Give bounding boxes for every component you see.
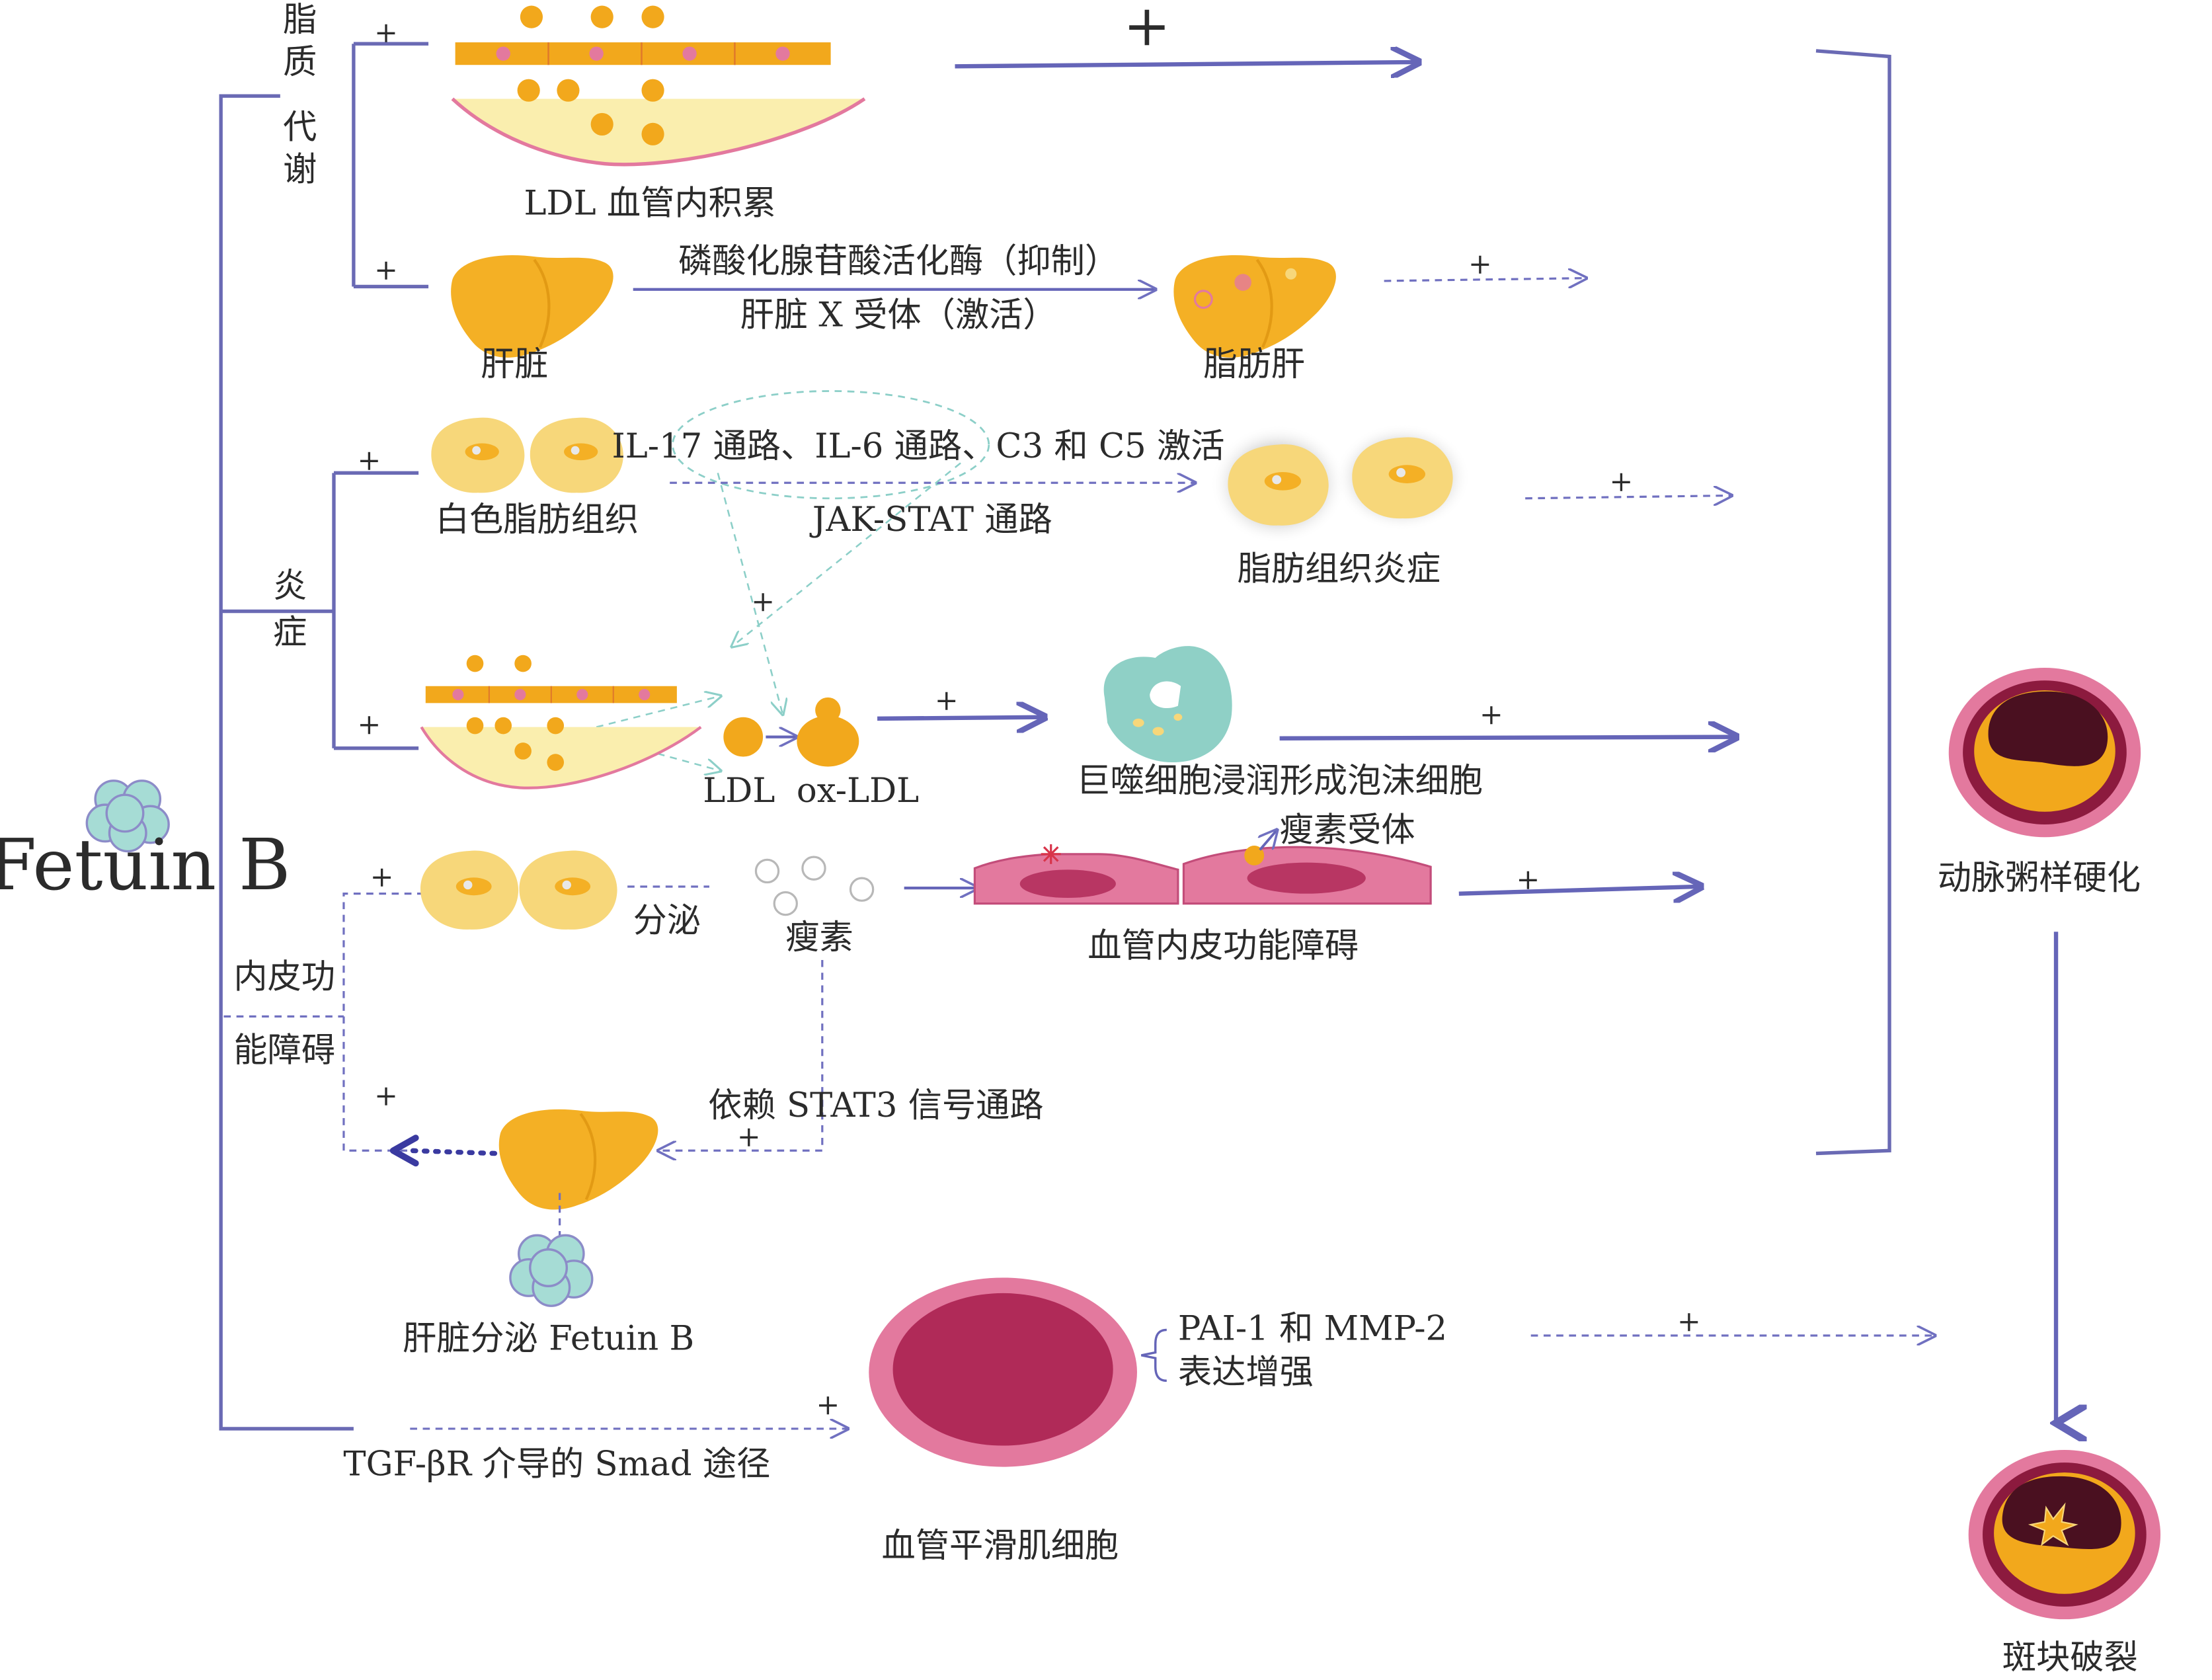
plus-sign: +	[1517, 863, 1540, 897]
plus-sign: +	[816, 1389, 840, 1422]
stat3-label: 依赖 STAT3 信号通路	[708, 1086, 1043, 1125]
atherosclerosis-label: 动脉粥样硬化	[1938, 858, 2141, 898]
leptin-icon	[754, 856, 875, 916]
plus-sign: +	[1480, 698, 1503, 731]
smooth-muscle-cell-icon	[869, 1277, 1137, 1467]
dotted-arrow-liver-to-fetuin	[389, 1135, 498, 1167]
ldl-accumulation-label: LDL 血管内积累	[524, 184, 777, 223]
endothelial-dysfunction-label: 血管内皮功能障碍	[1087, 926, 1359, 966]
adipose-inflammation-label: 脂肪组织炎症	[1238, 549, 1441, 589]
outcome-bracket	[1815, 49, 1891, 1156]
plus-sign: +	[357, 444, 381, 477]
pai-mmp-label: PAI-1 和 MMP-2	[1178, 1308, 1447, 1348]
svg-text:谢: 谢	[283, 149, 317, 189]
adipocyte-icon	[420, 850, 617, 930]
plus-sign: +	[374, 17, 398, 50]
pathway-highlight-ellipse	[672, 390, 990, 500]
liver-icon	[499, 1109, 658, 1210]
category-lipid: 脂 质 代 谢	[283, 0, 317, 189]
plus-sign: +	[1677, 1306, 1701, 1339]
leptin-receptor-label: 瘦素受体	[1280, 811, 1415, 850]
arrow-endothelium-to-outcome	[1458, 887, 1699, 894]
category-inflammation: 炎 症	[273, 566, 307, 652]
liver-secretes-label: 肝脏分泌 Fetuin B	[403, 1318, 694, 1358]
plus-sign: +	[370, 861, 394, 894]
plus-sign: +	[1609, 465, 1633, 499]
arrow-fatty-liver-to-outcome	[1384, 278, 1586, 281]
foam-cell-label: 巨噬细胞浸润形成泡沫细胞	[1076, 761, 1483, 801]
smooth-muscle-label: 血管平滑肌细胞	[882, 1526, 1119, 1566]
plus-sign: +	[1123, 0, 1171, 59]
tgf-label: TGF-βR 介导的 Smad 途径	[343, 1444, 770, 1484]
artery-plaque-icon	[1948, 667, 2141, 838]
liver-icon	[451, 255, 613, 358]
fetuin-cluster-icon	[509, 1234, 594, 1307]
endothelial-bracket	[223, 893, 424, 1152]
plus-sign: +	[374, 1080, 398, 1113]
svg-text:代: 代	[283, 107, 317, 147]
il-pathways-label: IL-17 通路、IL-6 通路、C3 和 C5 激活	[612, 426, 1224, 466]
ldl-vessel-icon	[420, 655, 702, 789]
svg-text:炎: 炎	[273, 566, 307, 606]
macrophage-icon	[1103, 646, 1232, 763]
jak-stat-label: JAK-STAT 通路	[809, 500, 1052, 540]
liver-label: 肝脏	[481, 344, 548, 384]
plaque-rupture-label: 斑块破裂	[2002, 1638, 2138, 1677]
plus-sign: +	[935, 684, 959, 717]
main-bracket	[219, 42, 429, 1431]
svg-text:质: 质	[283, 42, 317, 82]
endothelial-cell-icon	[973, 830, 1432, 905]
stat3-feedback-path	[658, 960, 824, 1150]
plus-sign: +	[737, 1121, 761, 1154]
ldl-particle-icon	[723, 697, 859, 767]
white-adipose-label: 白色脂肪组织	[436, 500, 639, 540]
category-endothelial: 内皮功 能障碍	[233, 957, 335, 1070]
svg-text:症: 症	[273, 613, 307, 653]
arrow-ldl-to-outcome	[955, 62, 1417, 66]
lxr-label: 肝脏 X 受体（激活）	[740, 295, 1057, 335]
arrow-foam-cell-to-outcome	[1279, 737, 1735, 739]
plus-sign: +	[1468, 248, 1492, 281]
arrow-oxldl-to-foam-cell	[877, 717, 1043, 719]
fatty-liver-icon	[1173, 255, 1336, 358]
svg-text:脂: 脂	[283, 0, 317, 40]
pai-mmp-brace	[1141, 1328, 1167, 1382]
secretion-label: 分泌	[633, 900, 701, 940]
svg-text:能障碍: 能障碍	[233, 1031, 335, 1070]
plus-sign: +	[374, 254, 398, 287]
ampk-label: 磷酸化腺苷酸活化酶（抑制）	[678, 241, 1119, 281]
plus-sign: +	[357, 708, 381, 741]
svg-text:内皮功: 内皮功	[233, 957, 335, 997]
adipocyte-icon	[431, 417, 623, 493]
fatty-liver-label: 脂肪肝	[1203, 344, 1305, 384]
fetuin-b-label: Fetuin B	[0, 824, 290, 906]
leptin-label: 瘦素	[785, 918, 853, 957]
ldl-oxldl-label: LDL ox-LDL	[703, 771, 919, 811]
plus-sign: +	[751, 586, 775, 619]
arrow-inflammation-to-outcome	[1525, 495, 1731, 498]
ldl-vessel-icon	[451, 5, 866, 167]
pai-mmp-expression-label: 表达增强	[1178, 1353, 1314, 1392]
inflamed-adipocyte-icon	[1210, 423, 1470, 544]
ruptured-plaque-icon	[1968, 1449, 2161, 1620]
